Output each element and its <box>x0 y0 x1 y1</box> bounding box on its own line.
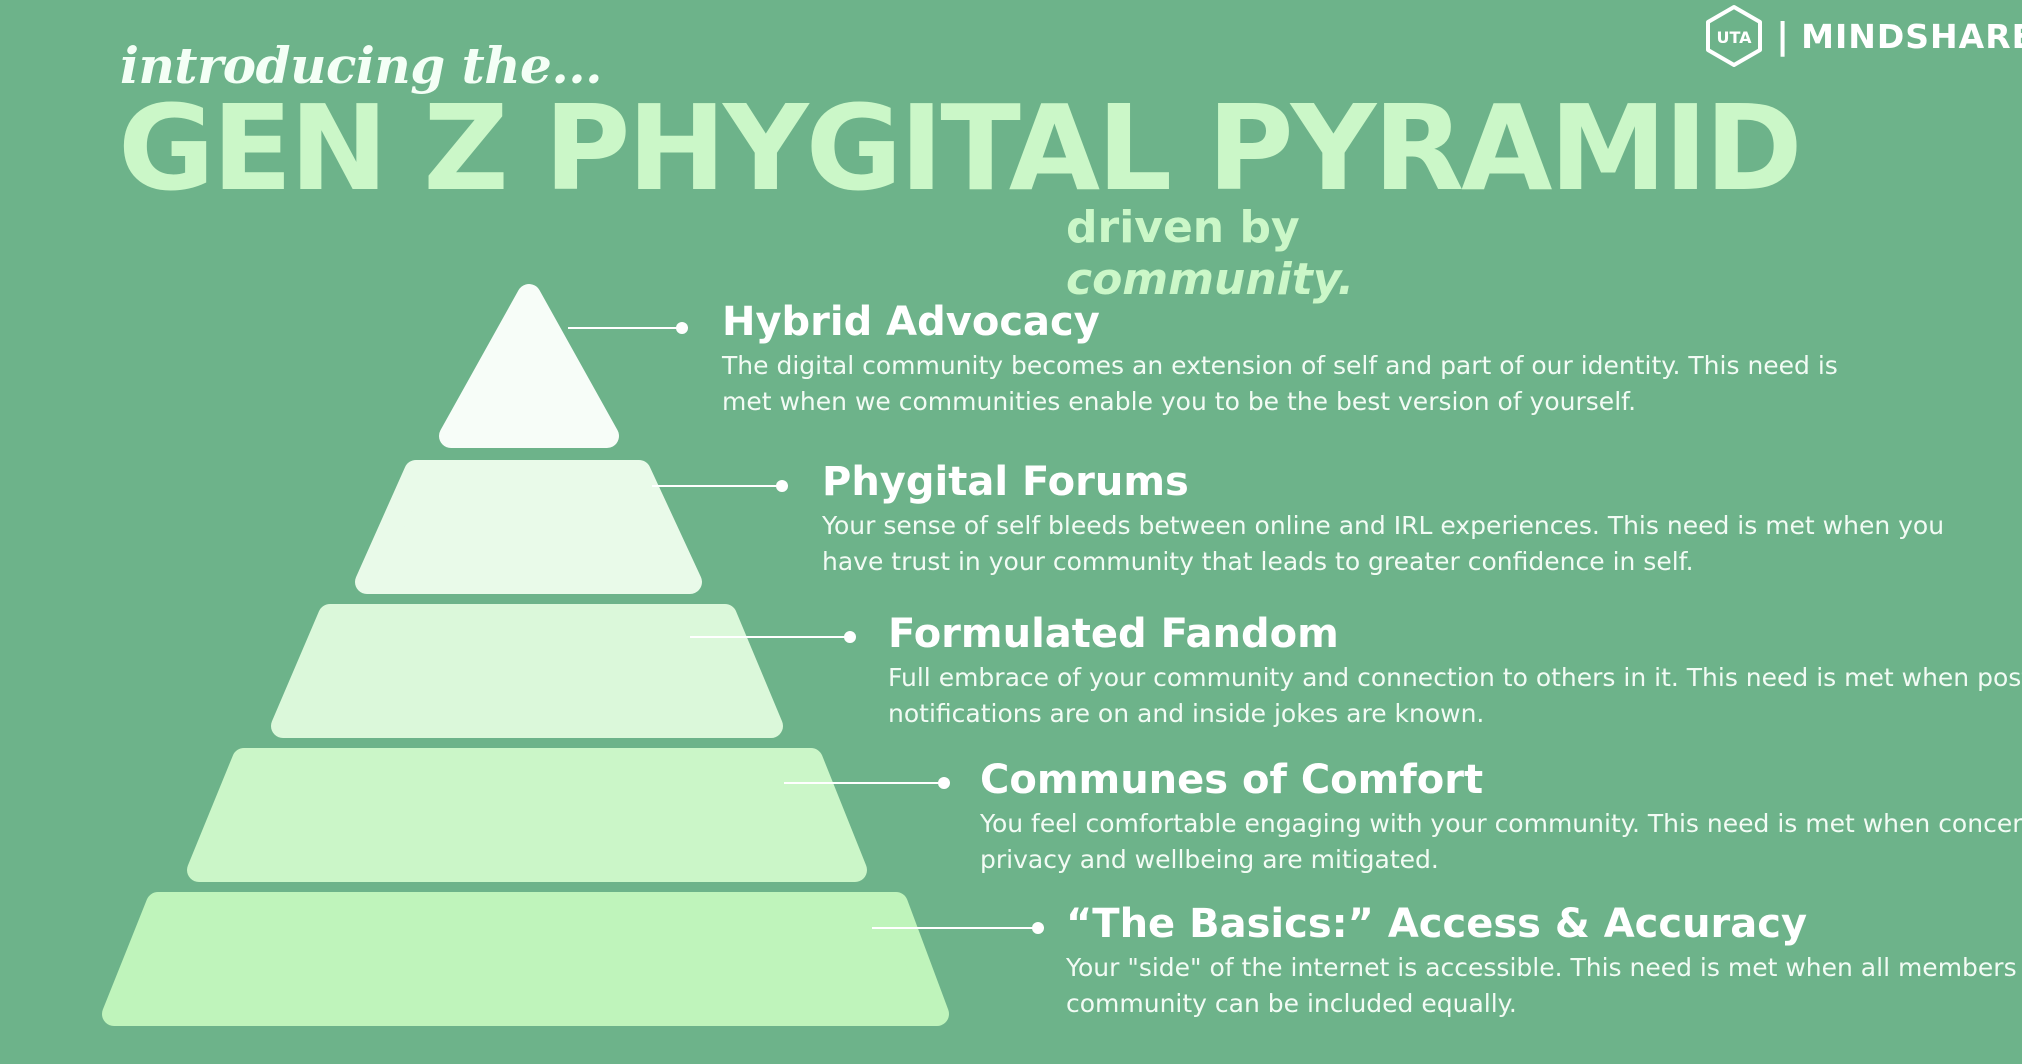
uta-hexagon-logo: UTA <box>1706 5 1762 67</box>
level-hybrid-advocacy: Hybrid Advocacy The digital community be… <box>722 298 1922 420</box>
brand-separator: | <box>1776 15 1790 57</box>
pyramid-tier-5 <box>102 892 949 1026</box>
connector-dot-5 <box>1032 922 1044 934</box>
level-the-basics: “The Basics:” Access & Accuracy Your "si… <box>1066 900 2022 1022</box>
level-title: Hybrid Advocacy <box>722 299 1100 345</box>
intro-text: introducing the... <box>120 36 603 95</box>
pyramid-tier-1 <box>439 284 619 448</box>
page-title: GEN Z PHYGITAL PYRAMID <box>118 79 1803 217</box>
connector-dot-2 <box>776 480 788 492</box>
level-title: Communes of Comfort <box>980 757 1484 803</box>
connector-dot-4 <box>938 777 950 789</box>
tagline-line-2: community. <box>1066 254 1355 305</box>
level-formulated-fandom: Formulated Fandom Full embrace of your c… <box>888 610 2022 732</box>
brand-name: MINDSHARE <box>1801 16 2022 56</box>
level-description: Full embrace of your community and conne… <box>888 663 2022 728</box>
level-description: Your sense of self bleeds between online… <box>822 511 1945 576</box>
level-description: You feel comfortable engaging with your … <box>980 809 2022 874</box>
connector-dot-1 <box>676 322 688 334</box>
pyramid-tier-2 <box>355 460 702 594</box>
level-phygital-forums: Phygital Forums Your sense of self bleed… <box>822 458 2022 580</box>
level-title: “The Basics:” Access & Accuracy <box>1066 901 1808 947</box>
level-description: Your "side" of the internet is accessibl… <box>1066 953 2022 1018</box>
brand-logo: UTA | MINDSHARE <box>1702 5 2022 67</box>
level-title: Formulated Fandom <box>888 611 1339 657</box>
connector-dot-3 <box>844 631 856 643</box>
level-communes-of-comfort: Communes of Comfort You feel comfortable… <box>980 756 2022 878</box>
pyramid-tier-3 <box>271 604 783 738</box>
level-description: The digital community becomes an extensi… <box>722 351 1838 416</box>
tagline-line-1: driven by <box>1066 202 1300 253</box>
tagline: driven by community. <box>1066 202 1354 306</box>
pyramid-tier-4 <box>187 748 867 882</box>
uta-logo-text: UTA <box>1716 28 1752 47</box>
hexagon-outline <box>1706 5 1762 67</box>
level-title: Phygital Forums <box>822 459 1189 505</box>
